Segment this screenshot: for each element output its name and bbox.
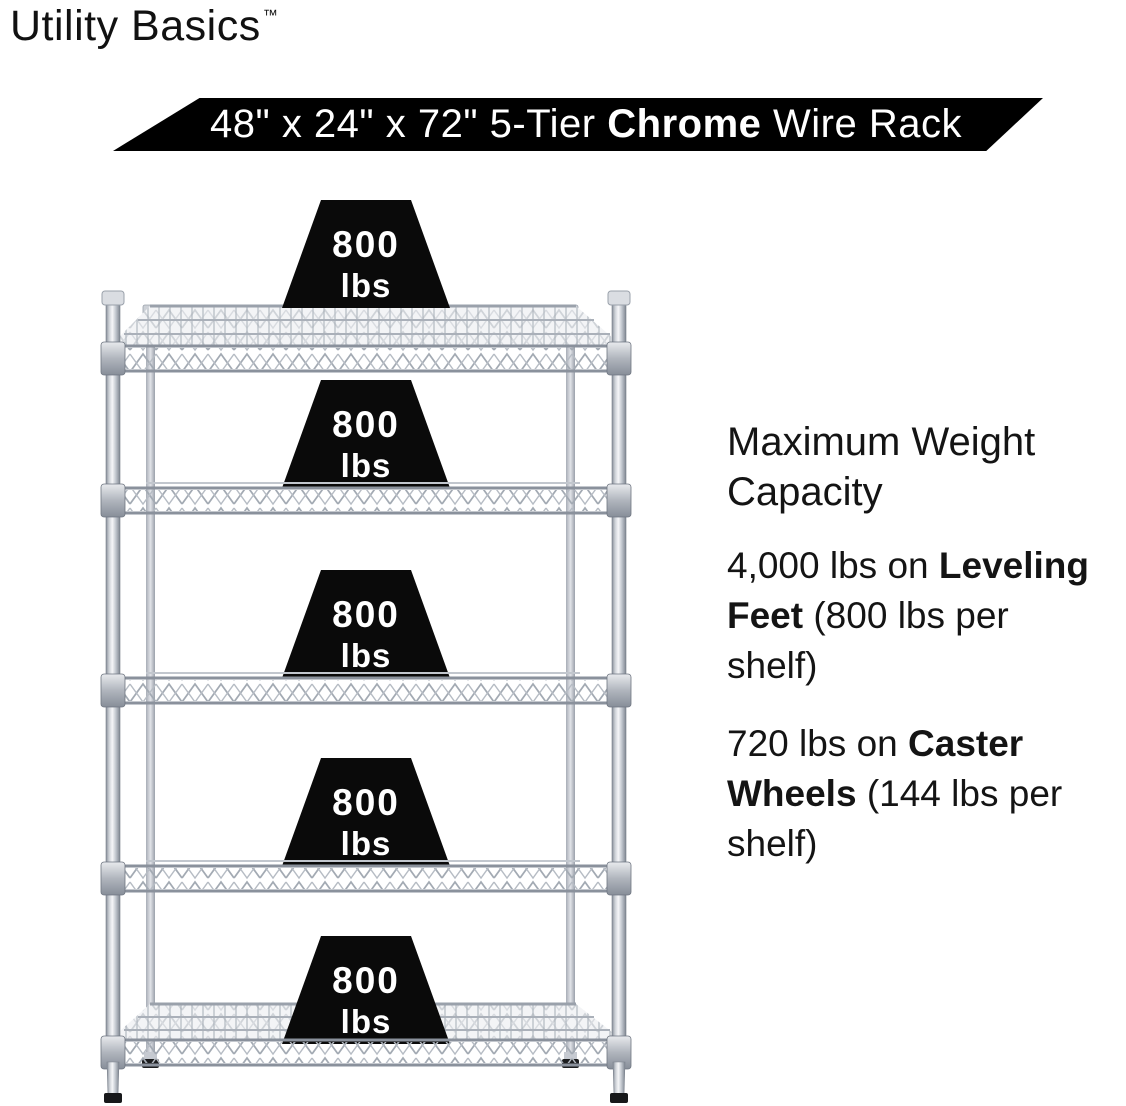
weight-badge-shape <box>282 200 450 308</box>
weight-badge-unit: lbs <box>341 1003 392 1040</box>
info-panel: Maximum Weight Capacity 4,000 lbs on Lev… <box>727 417 1126 897</box>
brand-name: Utility Basics <box>10 2 261 50</box>
text-line: Feet (800 lbs per <box>727 595 1009 636</box>
weight-badge: 800 lbs <box>282 570 450 678</box>
weight-badge-shape <box>282 570 450 678</box>
weight-badge: 800 lbs <box>282 758 450 866</box>
post-collars <box>100 341 632 1070</box>
weight-badge-shape <box>282 758 450 866</box>
leveling-feet <box>104 1061 628 1103</box>
weight-badge: 800 lbs <box>282 936 450 1044</box>
shelf-band <box>108 860 624 893</box>
capacity-paragraph-caster-wheels: 720 lbs on Caster Wheels (144 lbs per sh… <box>727 719 1126 869</box>
text-line: Wheels (144 lbs per <box>727 773 1063 814</box>
weight-badge-unit: lbs <box>341 825 392 862</box>
weight-badge-value: 800 <box>332 960 400 1001</box>
post-cap <box>607 290 631 306</box>
weight-badge-value: 800 <box>332 404 400 445</box>
info-heading: Maximum Weight Capacity <box>727 420 1036 514</box>
weight-badge-unit: lbs <box>341 267 392 304</box>
foot-pad <box>610 1093 628 1103</box>
banner-title: 48" x 24" x 72" 5-Tier Chrome Wire Rack <box>210 102 962 146</box>
shelf-band <box>108 482 624 515</box>
text-line: 4,000 lbs on Leveling <box>727 545 1089 586</box>
weight-badge-value: 800 <box>332 224 400 265</box>
weight-badge: 800 lbs <box>282 380 450 488</box>
title-banner <box>113 98 1043 151</box>
shelf-band <box>108 1038 624 1067</box>
weight-badge-shape <box>282 380 450 488</box>
weight-badge: 800 lbs <box>282 200 450 308</box>
weight-badge-value: 800 <box>332 782 400 823</box>
weight-badge-unit: lbs <box>341 637 392 674</box>
foot-pad <box>104 1093 122 1103</box>
weight-badge-value: 800 <box>332 594 400 635</box>
shelf-top-surface <box>110 304 622 346</box>
text-line: 720 lbs on Caster <box>727 723 1024 764</box>
shelf-front-bands <box>108 344 624 1067</box>
weight-badges: 800 lbs 800 lbs 800 lbs 800 lbs 800 <box>282 200 450 1044</box>
weight-badge-shape <box>282 936 450 1044</box>
text-line: shelf) <box>727 645 818 686</box>
weight-badge-unit: lbs <box>341 447 392 484</box>
front-posts <box>100 290 632 1070</box>
text-line: shelf) <box>727 823 818 864</box>
capacity-paragraph-leveling-feet: 4,000 lbs on Leveling Feet (800 lbs per … <box>727 541 1126 691</box>
shelf-band <box>108 672 624 705</box>
post-cap <box>101 290 125 306</box>
shelf-band <box>108 344 624 373</box>
trademark-symbol: ™ <box>262 7 279 24</box>
